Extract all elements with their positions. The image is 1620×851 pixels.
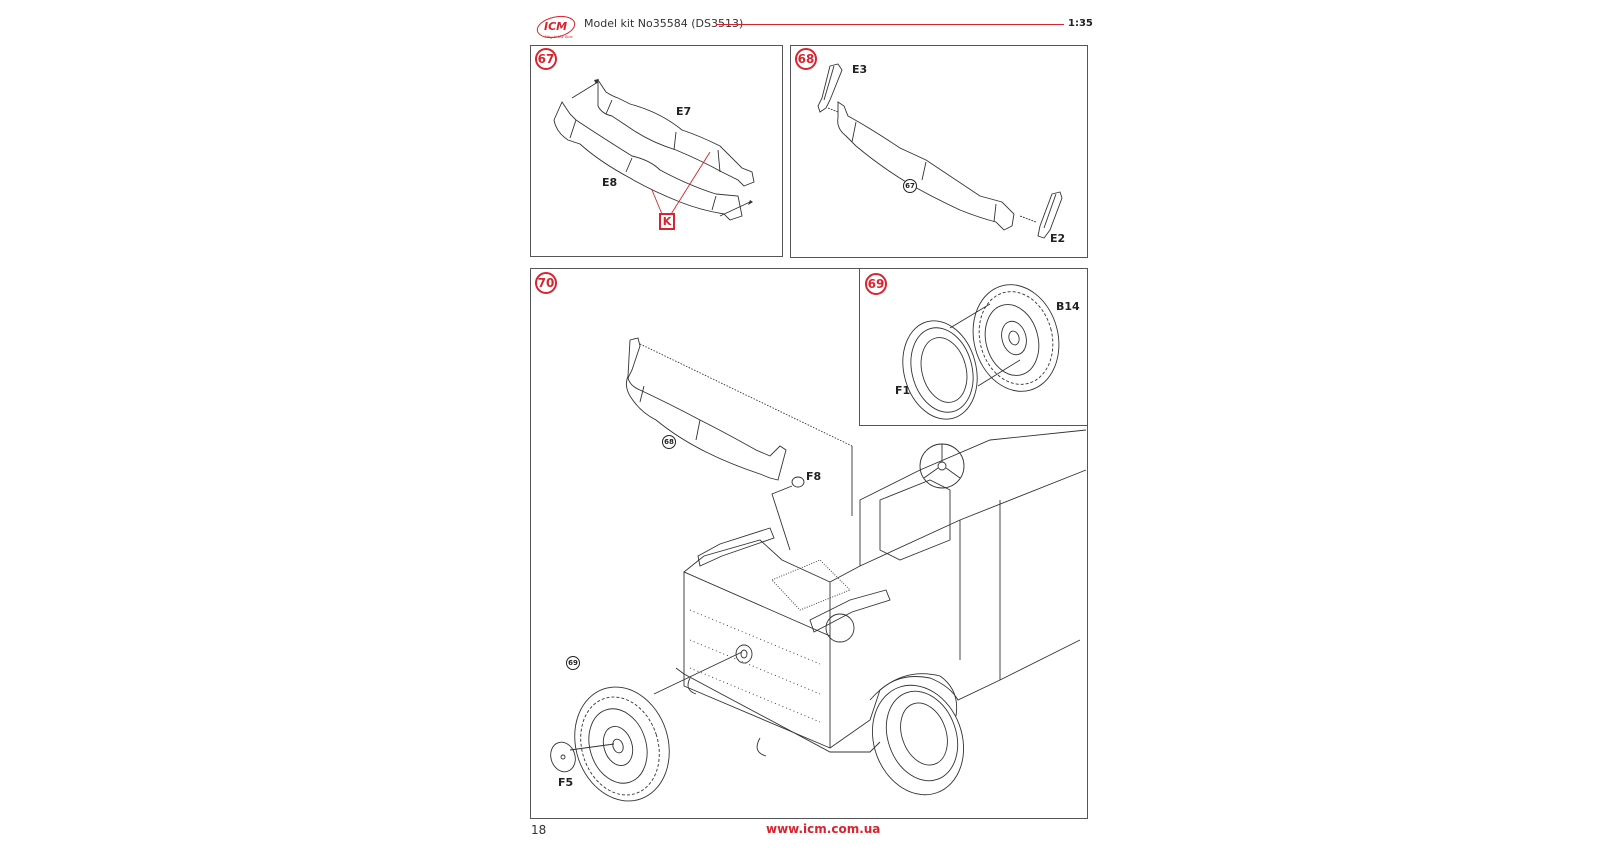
step-67-panel	[530, 45, 783, 257]
step-67-badge: 67	[535, 48, 557, 70]
part-label-f5: F5	[558, 776, 574, 789]
icm-logo-graphic: ICM Way to the Best	[536, 15, 576, 39]
glue-marker-k: K	[659, 213, 675, 230]
step-69-badge: 69	[865, 273, 887, 295]
part-label-f1: F1	[895, 384, 911, 397]
subassembly-ref-69: 69	[566, 656, 580, 670]
part-label-e8: E8	[602, 176, 618, 189]
step-68-badge: 68	[795, 48, 817, 70]
header-rule	[716, 24, 1064, 25]
step-70-badge: 70	[535, 272, 557, 294]
svg-text:ICM: ICM	[544, 20, 567, 33]
part-label-e3: E3	[852, 63, 868, 76]
scale-label: 1:35	[1068, 18, 1093, 29]
subassembly-ref-67: 67	[903, 179, 917, 193]
step-68-panel	[790, 45, 1088, 258]
kit-title: Model kit No35584 (DS3513)	[584, 17, 744, 30]
website-link[interactable]: www.icm.com.ua	[766, 822, 881, 836]
part-label-e7: E7	[676, 105, 692, 118]
icm-logo: ICM Way to the Best	[536, 14, 580, 40]
subassembly-ref-68: 68	[662, 435, 676, 449]
step-69-panel	[859, 268, 1088, 426]
part-label-b14: B14	[1056, 300, 1080, 313]
part-label-f8: F8	[806, 470, 822, 483]
svg-text:Way to the Best: Way to the Best	[545, 35, 573, 39]
page-number: 18	[531, 823, 547, 837]
part-label-e2: E2	[1050, 232, 1066, 245]
step-70-panel	[530, 268, 1088, 819]
